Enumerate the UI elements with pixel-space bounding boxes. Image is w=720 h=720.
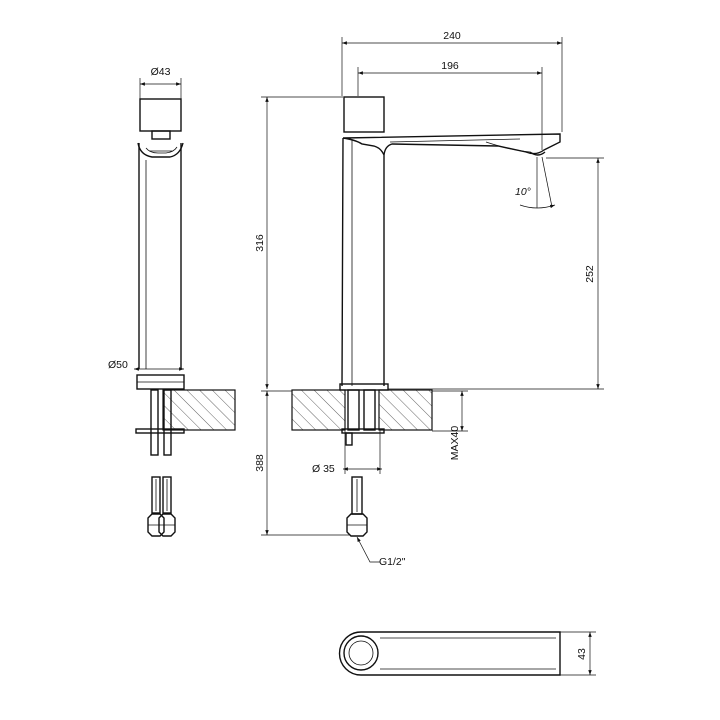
label-connection-thread: G1/2" (379, 556, 406, 568)
front-countertop-right (378, 389, 433, 431)
side-aerator (137, 142, 184, 158)
side-nut-right (158, 513, 176, 537)
top-view-handle-inner (348, 640, 374, 666)
side-nut-left (147, 513, 165, 537)
side-view: Ø43 Ø50 (108, 66, 236, 537)
front-aerator (529, 151, 546, 156)
front-nut (346, 513, 368, 537)
top-view: 43 (338, 631, 596, 676)
label-max-deck: MAX40 (449, 426, 461, 461)
top-view-handle-outer (343, 635, 379, 671)
label-top-view-width: 43 (576, 648, 588, 660)
front-view: 240 196 316 388 10° 252 (254, 30, 604, 568)
label-below-deck: 388 (254, 454, 266, 472)
label-spout-angle: 10° (515, 186, 531, 198)
side-hose-left (151, 476, 161, 514)
label-overall-reach: 240 (443, 30, 461, 42)
side-handle (139, 98, 182, 132)
side-hose-right (162, 476, 172, 514)
label-side-base-diameter: Ø50 (108, 359, 128, 371)
label-side-top-diameter: Ø43 (151, 66, 171, 78)
front-spout (341, 133, 561, 387)
label-overall-height: 316 (254, 234, 266, 252)
label-spout-height: 252 (584, 265, 596, 283)
front-handle (343, 96, 385, 133)
label-hole-diameter: Ø 35 (312, 463, 335, 475)
label-spout-reach: 196 (441, 60, 459, 72)
front-base (339, 383, 389, 391)
side-countertop (162, 389, 236, 431)
front-countertop-left (291, 389, 346, 431)
top-view-outline (338, 631, 561, 676)
